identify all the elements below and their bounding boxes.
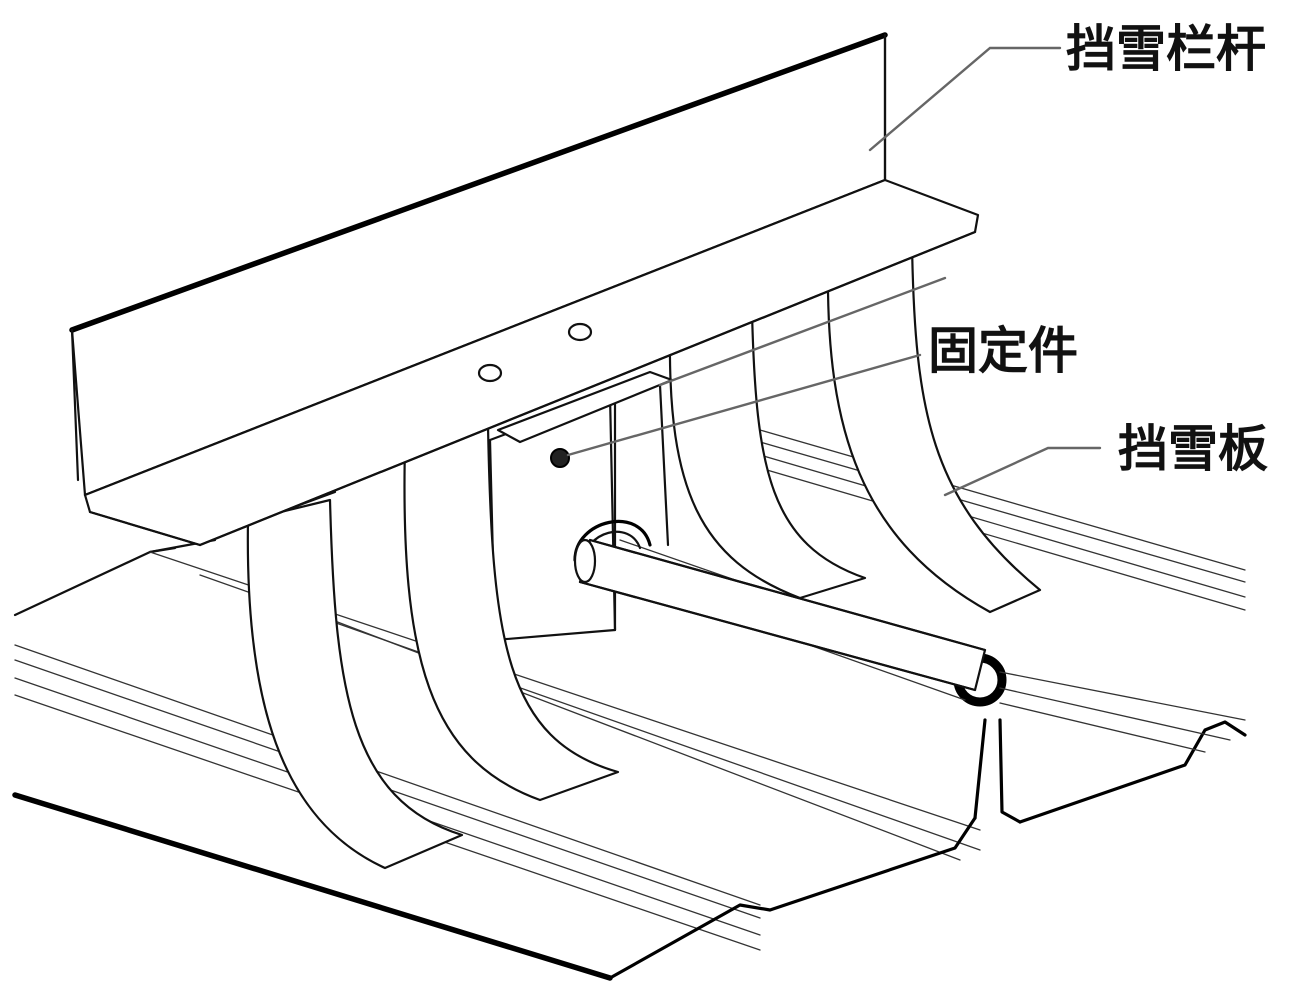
leader-lines — [566, 46, 1102, 497]
leader-fastener-2 — [566, 353, 922, 457]
leader-snow-plate — [943, 446, 1102, 497]
leader-snow-bar — [868, 46, 1062, 152]
bolt-icon — [550, 448, 570, 468]
rail-hole-1 — [477, 363, 503, 383]
snow-plate-2 — [403, 423, 620, 802]
leader-fastener-1 — [658, 276, 947, 387]
rail-hole-2 — [567, 322, 593, 342]
cross-rod — [573, 538, 987, 692]
snow-plate-3 — [668, 310, 867, 600]
snow-plate-1 — [246, 498, 464, 870]
label-fastener: 固定件 — [928, 322, 1078, 380]
label-snow-plate: 挡雪板 — [1118, 420, 1268, 478]
label-snow-bar: 挡雪栏杆 — [1066, 20, 1266, 78]
snow-plate-4 — [826, 243, 1042, 614]
